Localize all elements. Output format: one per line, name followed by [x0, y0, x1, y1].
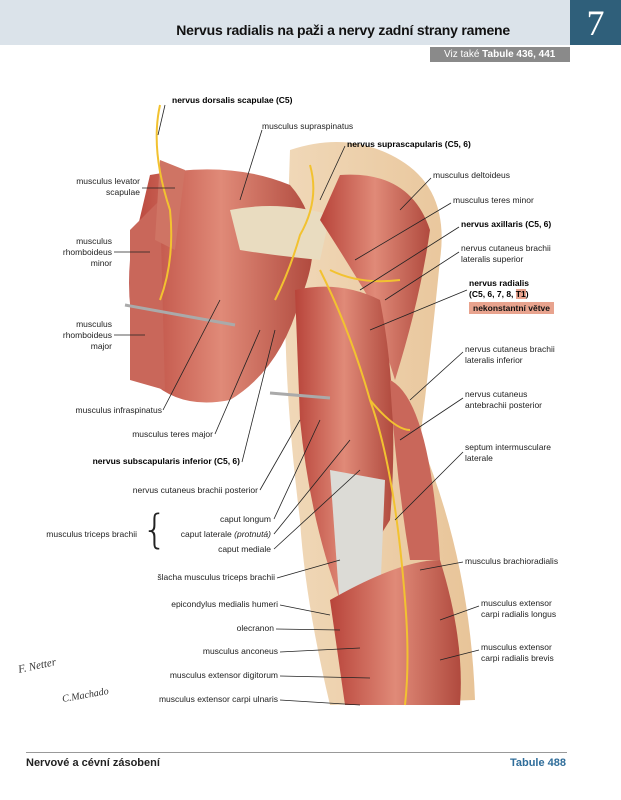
label-line: antebrachii posterior	[465, 400, 543, 410]
label-m-brachioradialis: musculus brachioradialis	[465, 556, 559, 566]
forearm-muscles	[330, 560, 461, 705]
label-t1-highlight: T1	[515, 289, 526, 299]
header-bar: Nervus radialis na paži a nervy zadní st…	[0, 0, 570, 45]
label-line: musculus	[76, 319, 112, 329]
label-line: musculus levator	[76, 176, 140, 186]
nervus-radialis	[319, 269, 409, 706]
label-epicondylus: epicondylus medialis humeri	[171, 599, 278, 609]
nervus-axillaris	[329, 269, 401, 283]
label-line: lateralis inferior	[465, 355, 523, 365]
retractor-2	[269, 391, 331, 400]
nervus-dorsalis-scapulae	[155, 104, 173, 301]
label-line: nervus cutaneus	[465, 389, 528, 399]
label-m-teres-minor: musculus teres minor	[453, 195, 534, 205]
label-line: nervus cutaneus brachii	[465, 344, 555, 354]
see-also-prefix: Viz také	[444, 49, 480, 60]
scapula-bone	[230, 206, 330, 260]
musculus-deltoideus	[320, 174, 430, 380]
label-line: major	[90, 341, 112, 351]
label-n-axillaris: nervus axillaris (C5, 6)	[461, 219, 552, 229]
label-line: lateralis superior	[461, 254, 524, 264]
chapter-number: 7	[570, 0, 621, 45]
badge-nekonstantni-vetve: nekonstantní větve	[469, 302, 554, 314]
label-n-cut-brachii-post: nervus cutaneus brachii posterior	[132, 485, 258, 495]
label-m-ext-digitorum: musculus extensor digitorum	[169, 670, 278, 680]
label-caput-laterale: caput laterale (protnutá)	[181, 529, 271, 540]
label-line: nervus cutaneus brachii	[461, 243, 551, 253]
label-text: caput laterale	[180, 529, 232, 539]
triceps-tendon	[330, 470, 385, 610]
nerves	[155, 104, 411, 706]
label-line: laterale	[465, 453, 493, 463]
label-n-suprascapularis: nervus suprascapularis (C5, 6)	[347, 139, 471, 149]
label-n-dorsalis-scapulae: nervus dorsalis scapulae (C5)	[172, 95, 293, 105]
label-m-triceps: musculus triceps brachii	[46, 529, 137, 539]
label-line: musculus	[76, 236, 112, 246]
label-m-ext-carpi-ulnaris: musculus extensor carpi ulnaris	[158, 694, 278, 704]
see-also-link[interactable]: Tabule 436, 441	[482, 49, 556, 60]
musculus-brachioradialis	[390, 380, 440, 560]
label-m-infraspinatus: musculus infraspinatus	[75, 405, 162, 415]
label-caput-mediale: caput mediale	[218, 544, 271, 554]
label-line: scapulae	[105, 187, 140, 197]
label-line: nervus radialis	[469, 278, 530, 288]
see-also: Viz také Tabule 436, 441	[430, 47, 570, 62]
label-line: carpi radialis longus	[481, 609, 557, 619]
footer-section: Nervové a cévní zásobení	[26, 757, 160, 769]
label-m-supraspinatus: musculus supraspinatus	[262, 121, 354, 131]
label-line: septum intermusculare	[465, 442, 551, 452]
label-m-deltoideus: musculus deltoideus	[433, 170, 511, 180]
label-line: musculus extensor	[481, 598, 552, 608]
label-line: rhomboideus	[62, 247, 112, 257]
footer-divider	[26, 752, 567, 753]
label-line: (C5, 6, 7, 8,	[469, 289, 516, 299]
label-line: )	[525, 289, 529, 299]
label-line: minor	[90, 258, 112, 268]
leader-lines	[114, 104, 480, 706]
nervus-suprascapularis	[274, 164, 315, 301]
label-line: rhomboideus	[62, 330, 112, 340]
label-caput-longum: caput longum	[219, 514, 271, 524]
footer-plate-number: Tabule 488	[509, 757, 566, 769]
label-m-anconeus: musculus anconeus	[202, 646, 278, 656]
label-line: carpi radialis brevis	[481, 653, 554, 663]
musculus-rhomboideus	[130, 200, 165, 390]
brace: {	[142, 507, 168, 553]
page-title: Nervus radialis na paži a nervy zadní st…	[176, 22, 510, 38]
label-n-subscapularis: nervus subscapularis inferior (C5, 6)	[92, 456, 240, 466]
label-olecranon: olecranon	[236, 623, 274, 633]
nervus-cutaneus-antebrachii	[369, 399, 411, 431]
label-m-teres-major: musculus teres major	[132, 429, 213, 439]
label-slacha: šlacha musculus triceps brachii	[157, 572, 275, 582]
label-line: musculus extensor	[481, 642, 552, 652]
retractor	[124, 303, 236, 327]
label-note: (protnutá)	[234, 529, 271, 539]
label-n-radialis: nervus radialis(C5, 6, 7, 8, T1)	[469, 278, 529, 300]
